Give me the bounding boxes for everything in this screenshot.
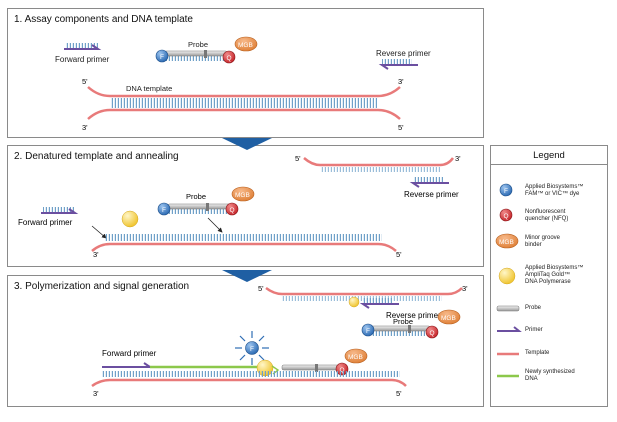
five-prime-label: 5' xyxy=(258,284,264,293)
dye-icon: F xyxy=(361,323,375,337)
pointer-arrow xyxy=(207,217,223,233)
step-arrow xyxy=(222,138,272,150)
step-arrow xyxy=(222,270,272,282)
panel-title: 2. Denatured template and annealing xyxy=(14,151,179,162)
svg-text:F: F xyxy=(250,346,254,353)
legend-quencher-icon: Q xyxy=(499,208,513,222)
panel-title: 1. Assay components and DNA template xyxy=(14,14,193,25)
released-dye-burst xyxy=(235,331,269,365)
svg-text:F: F xyxy=(160,54,164,61)
three-prime-label: 3' xyxy=(93,250,99,259)
reverse-primer-label: Reverse primer xyxy=(376,49,431,58)
quencher-icon: Q xyxy=(425,325,439,339)
reverse-primer-label: Reverse primer xyxy=(404,190,459,199)
forward-primer xyxy=(102,362,154,368)
legend-primer-icon xyxy=(497,326,522,332)
dye-icon: F xyxy=(245,341,259,355)
svg-text:Q: Q xyxy=(340,367,345,374)
five-prime-label: 5' xyxy=(396,250,402,259)
legend-title: Legend xyxy=(533,150,565,161)
five-prime-label: 5' xyxy=(295,154,301,163)
three-prime-label: 3' xyxy=(455,154,461,163)
three-prime-label: 3' xyxy=(462,284,468,293)
legend-label-primer: Primer xyxy=(525,327,543,333)
svg-text:Q: Q xyxy=(227,55,232,62)
svg-text:Q: Q xyxy=(430,330,435,337)
probe-label: Probe xyxy=(188,40,208,49)
three-prime-label: 3' xyxy=(93,389,99,398)
five-prime-label: 5' xyxy=(396,389,402,398)
svg-text:Q: Q xyxy=(230,207,235,214)
svg-text:MGB: MGB xyxy=(441,315,456,322)
legend-label-mgb: Minor groove binder xyxy=(525,235,561,248)
reverse-primer-label: Reverse primer xyxy=(386,311,441,320)
quencher-icon: Q xyxy=(222,50,236,64)
reverse-primer xyxy=(409,177,449,188)
legend-polymerase-icon xyxy=(498,267,516,285)
legend-label-quencher: Nonfluorescent quencher (NFQ) xyxy=(525,209,569,222)
template-bottom-strand xyxy=(91,234,397,252)
template-top-strand xyxy=(265,286,463,301)
forward-primer-label: Forward primer xyxy=(18,218,73,227)
polymerase-icon xyxy=(348,296,360,308)
template-bottom-strand xyxy=(91,371,407,388)
mgb-icon: MGB xyxy=(437,309,461,325)
reverse-primer xyxy=(359,298,399,309)
reverse-primer xyxy=(378,59,418,70)
probe-label: Probe xyxy=(393,317,413,326)
forward-primer xyxy=(64,43,102,50)
legend-label-template: Template xyxy=(525,350,550,356)
mgb-icon: MGB xyxy=(344,348,368,364)
legend-probe-icon xyxy=(496,305,520,312)
three-prime-label: 3' xyxy=(82,123,88,132)
quencher-icon: Q xyxy=(225,202,239,216)
polymerase-icon xyxy=(121,210,139,228)
svg-text:MGB: MGB xyxy=(499,239,514,246)
probe-label: Probe xyxy=(186,192,206,201)
five-prime-label: 5' xyxy=(398,123,404,132)
dna-template-double-strand xyxy=(87,86,401,120)
panel-assay-components: 1. Assay components and DNA template xyxy=(7,8,484,138)
dye-icon: F xyxy=(157,202,171,216)
legend-label-dye: Applied Biosystems™ FAM™ or VIC™ dye xyxy=(525,184,584,197)
legend-mgb-icon: MGB xyxy=(495,233,519,249)
mgb-icon: MGB xyxy=(231,186,255,202)
svg-text:F: F xyxy=(162,207,166,214)
forward-primer-label: Forward primer xyxy=(55,55,110,64)
mgb-icon: MGB xyxy=(234,36,258,52)
pointer-arrow xyxy=(91,225,107,239)
svg-text:F: F xyxy=(366,328,370,335)
svg-text:MGB: MGB xyxy=(238,42,253,49)
svg-text:F: F xyxy=(504,188,508,195)
svg-text:MGB: MGB xyxy=(348,354,363,361)
probe xyxy=(371,325,431,336)
dna-template-label: DNA template xyxy=(126,84,172,93)
svg-text:Q: Q xyxy=(504,213,509,220)
legend-label-probe: Probe xyxy=(525,305,542,311)
five-prime-label: 5' xyxy=(82,77,88,86)
dye-icon: F xyxy=(155,49,169,63)
forward-primer-label: Forward primer xyxy=(102,349,157,358)
probe xyxy=(271,364,339,375)
template-top-strand xyxy=(303,157,455,172)
forward-primer xyxy=(41,207,79,214)
svg-text:MGB: MGB xyxy=(235,192,250,199)
panel-title: 3. Polymerization and signal generation xyxy=(14,281,190,292)
three-prime-label: 3' xyxy=(398,77,404,86)
legend-label-new-dna: Newly synthesized DNA xyxy=(525,369,575,382)
legend-divider xyxy=(491,164,607,165)
legend-label-polymerase: Applied Biosystems™ AmpliTaq Gold™ DNA P… xyxy=(525,265,584,285)
probe xyxy=(167,203,231,214)
legend-dye-icon: F xyxy=(499,183,513,197)
probe xyxy=(164,50,228,61)
